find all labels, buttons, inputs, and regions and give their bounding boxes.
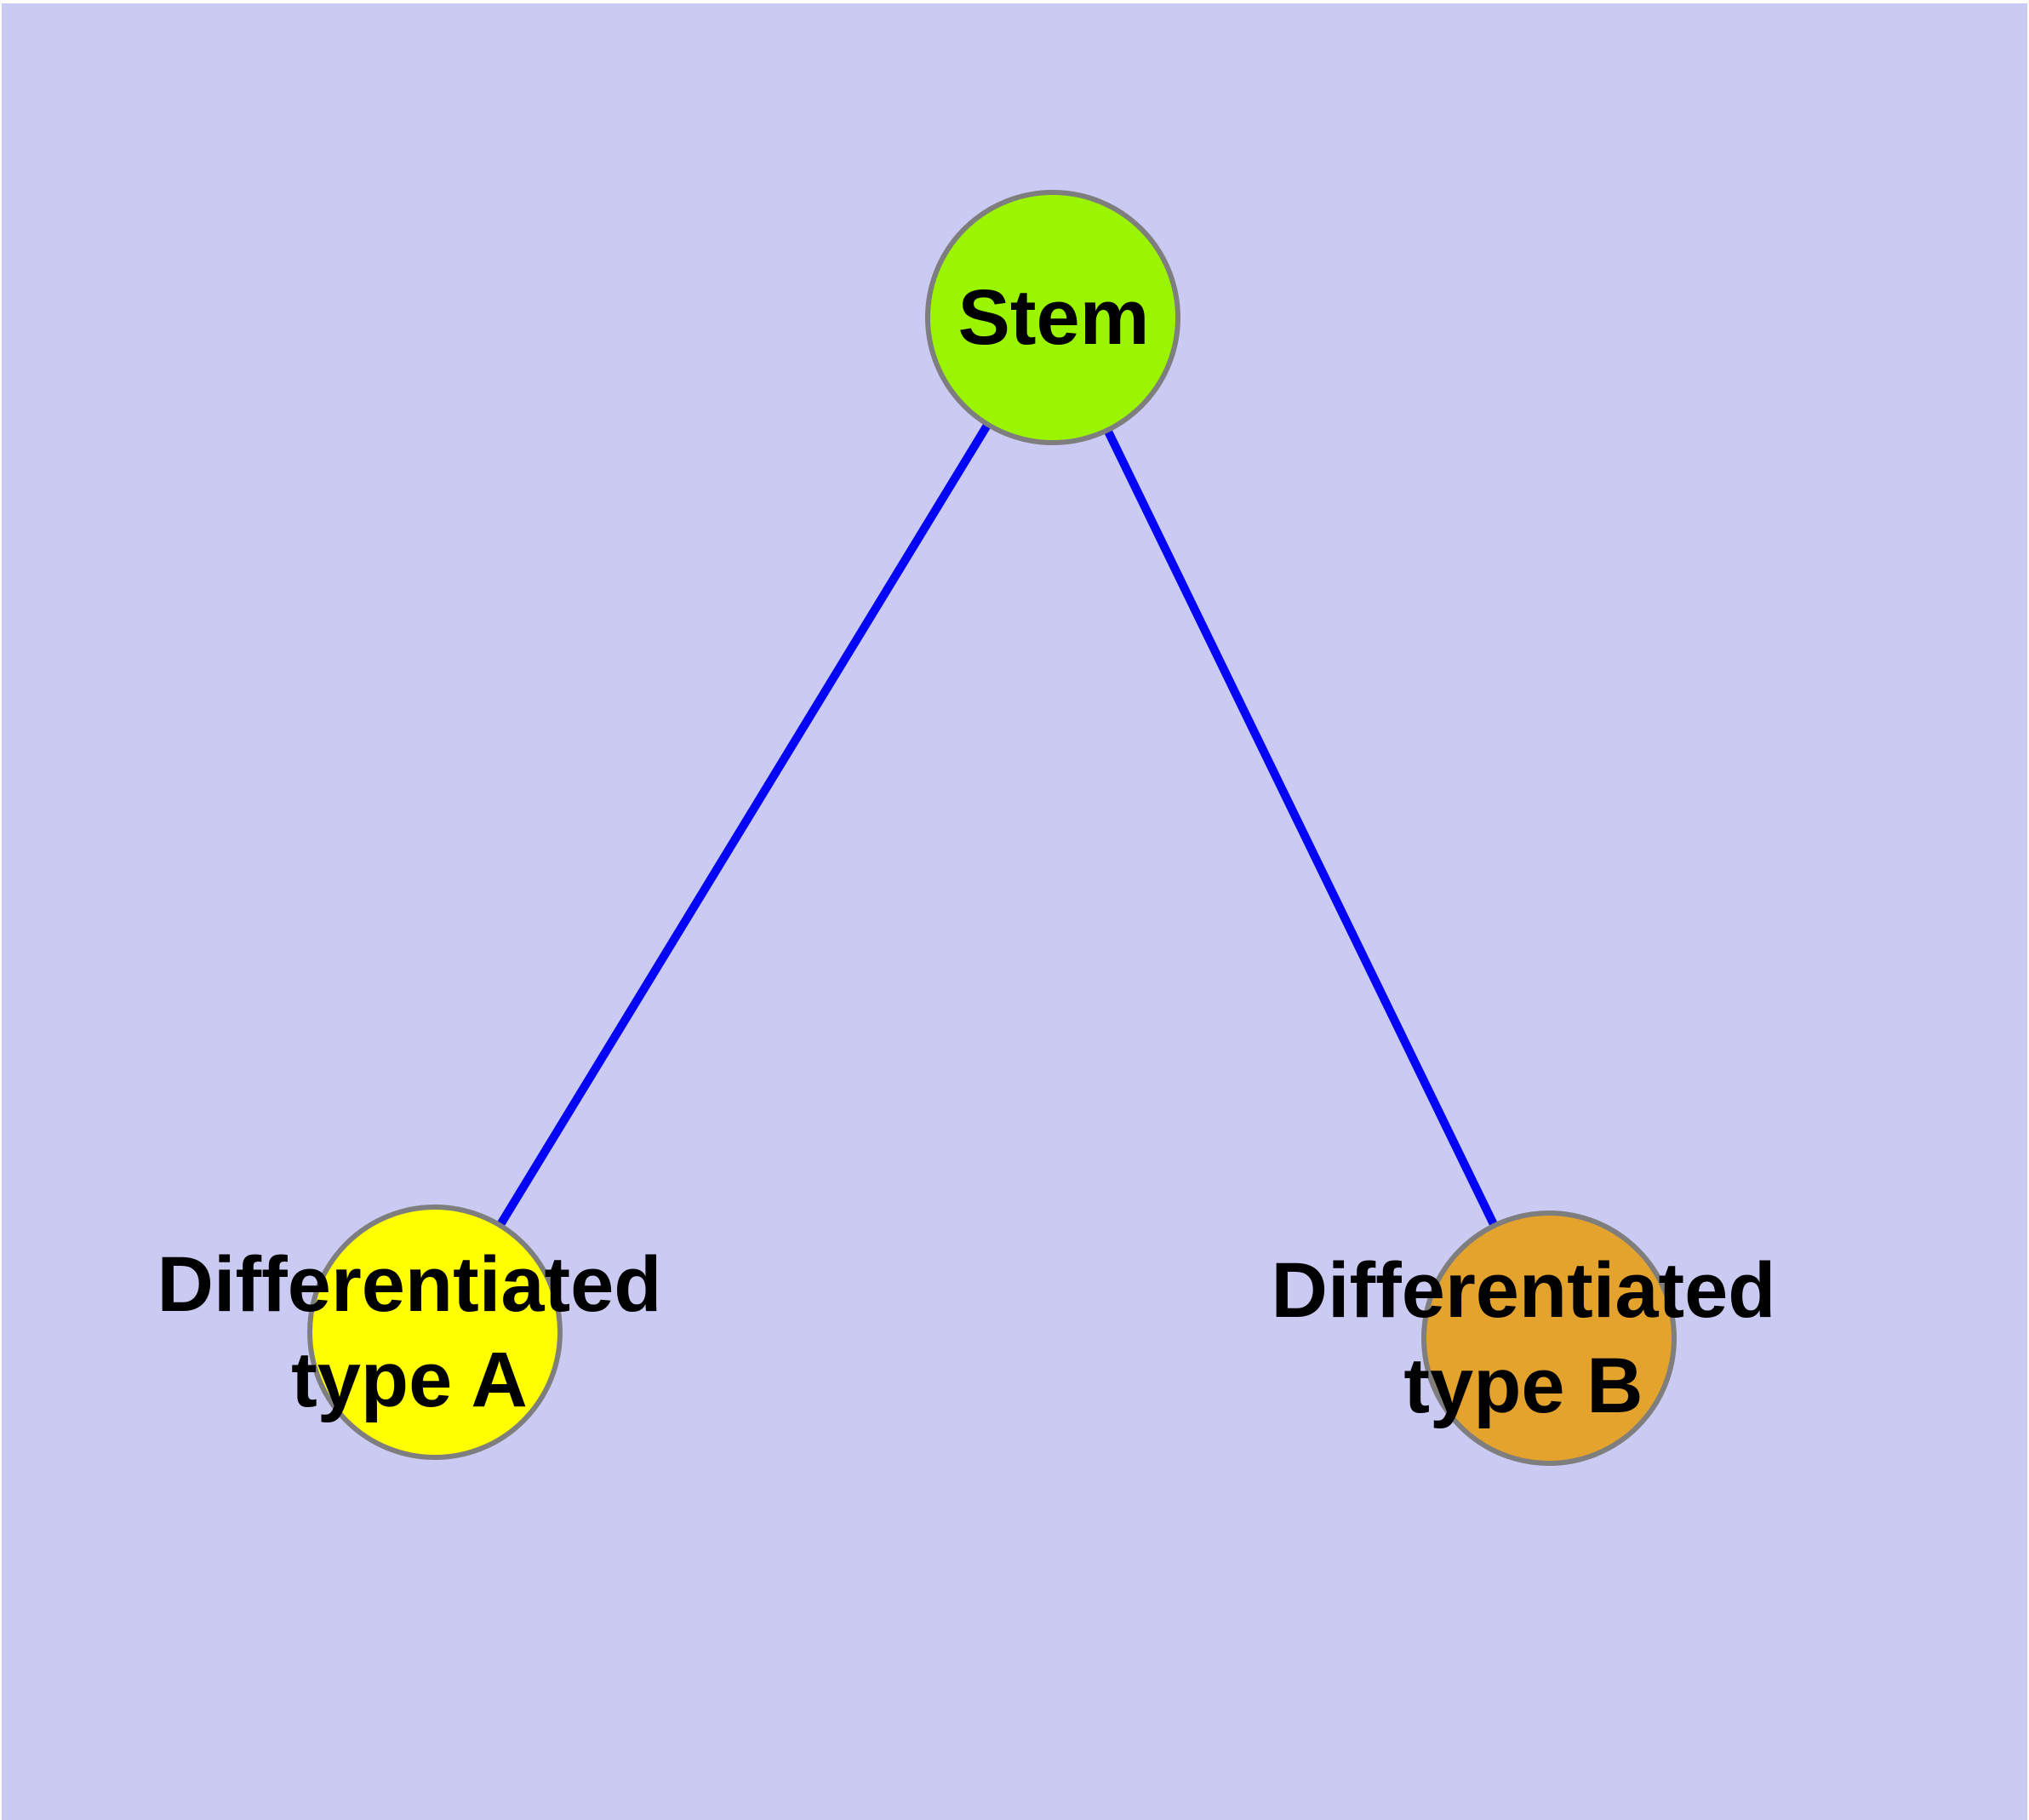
- label-line: type B: [1403, 1342, 1643, 1429]
- node-type-a-label: Differentiated type A: [157, 1237, 662, 1428]
- node-type-b-circle: [1421, 1210, 1677, 1466]
- edge-stem-to-type-a: [431, 315, 1057, 1335]
- node-stem-label: Stem: [958, 270, 1150, 365]
- label-line: Stem: [957, 274, 1150, 361]
- label-line: Differentiated: [157, 1241, 662, 1328]
- graph-plot-area: [2, 3, 2027, 1820]
- node-type-a-circle: [307, 1205, 563, 1460]
- label-line: type A: [291, 1336, 528, 1423]
- label-line: Differentiated: [1271, 1247, 1776, 1334]
- edge-stem-to-type-b: [1049, 315, 1553, 1341]
- node-stem-circle: [925, 190, 1180, 445]
- plot-frame: Stem Differentiated type A Differentiate…: [2, 3, 2027, 1820]
- node-type-b-label: Differentiated type B: [1272, 1243, 1776, 1434]
